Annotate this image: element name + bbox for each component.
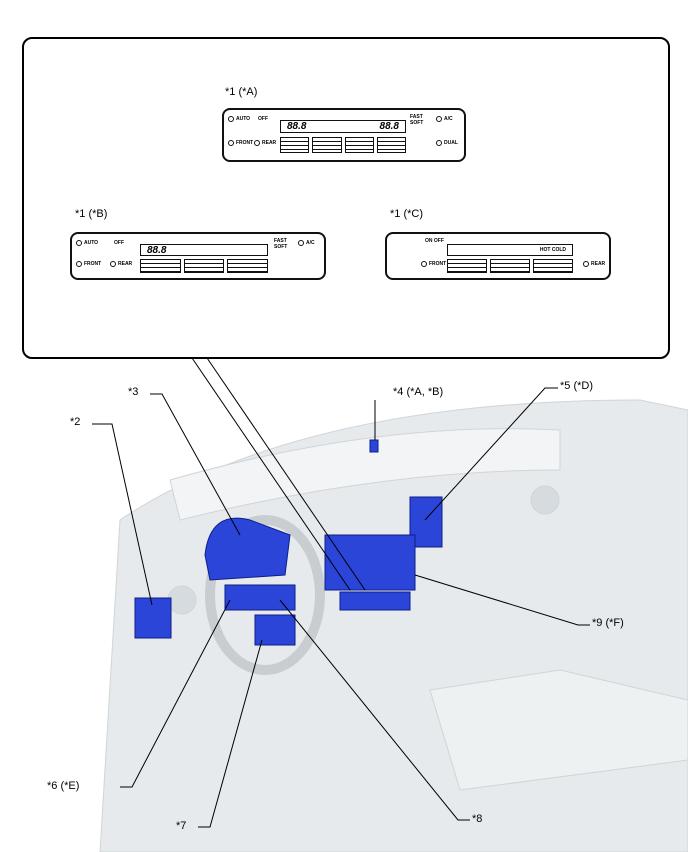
- label-8: *8: [472, 813, 483, 825]
- part-6: [224, 584, 296, 611]
- display-left: 88.8: [147, 244, 167, 256]
- label-4: *4 (*A, *B): [393, 386, 444, 398]
- label-5: *5 (*D): [560, 380, 594, 392]
- fast-soft-label: FAST SOFT: [410, 114, 424, 126]
- ac-panel-c: ON OFF FRONT HOT COLD REAR: [385, 232, 611, 280]
- hot-cold-label: HOT COLD: [539, 247, 566, 253]
- label-1a: *1 (*A): [225, 86, 258, 98]
- label-1c: *1 (*C): [390, 208, 424, 220]
- label-1b: *1 (*B): [75, 208, 108, 220]
- rear-label: REAR: [262, 140, 277, 146]
- rear-label: REAR: [591, 261, 606, 267]
- ac-panel-b: AUTO OFF FRONT REAR 88.8 FAST SOFT A/C: [70, 232, 326, 280]
- center-console: [429, 669, 688, 791]
- ac-label: A/C: [444, 116, 453, 122]
- display-left: 88.8: [287, 121, 307, 132]
- auto-label: AUTO: [84, 240, 99, 246]
- off-label: OFF: [258, 116, 268, 122]
- auto-label: AUTO: [236, 116, 251, 122]
- label-9: *9 (*F): [592, 617, 624, 629]
- label-7: *7: [176, 820, 187, 832]
- label-3: *3: [128, 386, 139, 398]
- rear-label: REAR: [118, 261, 133, 267]
- ac-label: A/C: [306, 240, 315, 246]
- ac-control: [339, 591, 411, 611]
- leader-lines: [92, 354, 590, 828]
- on-off-label: ON OFF: [425, 238, 444, 244]
- front-label: FRONT: [429, 261, 447, 267]
- part-4: [369, 439, 379, 453]
- off-label: OFF: [114, 240, 124, 246]
- part-9: [324, 534, 416, 591]
- part-2: [134, 597, 172, 639]
- callout-box: [22, 37, 670, 359]
- front-label: FRONT: [84, 261, 102, 267]
- label-6: *6 (*E): [47, 780, 80, 792]
- fast-soft-label: FAST SOFT: [274, 238, 288, 250]
- dual-label: DUAL: [444, 140, 458, 146]
- part-7: [254, 614, 296, 646]
- label-2: *2: [70, 416, 81, 428]
- ac-panel-a: AUTO OFF FRONT REAR 88.8 88.8 FAST SOFT A…: [222, 108, 466, 162]
- steering-wheel: [205, 515, 325, 675]
- display-right: 88.8: [379, 121, 399, 132]
- front-label: FRONT: [236, 140, 254, 146]
